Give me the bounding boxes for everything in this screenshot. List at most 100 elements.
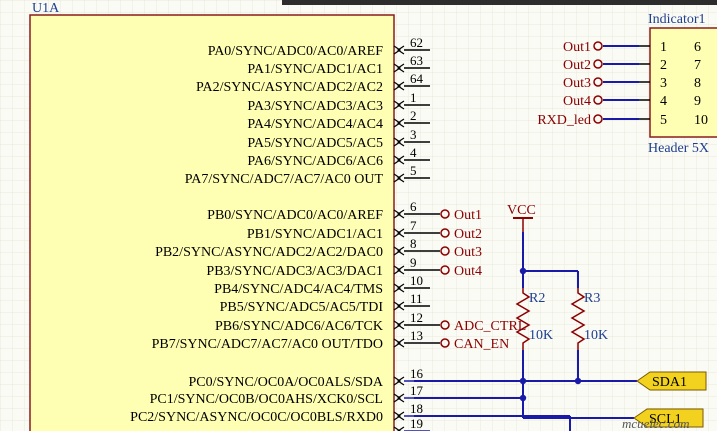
chip-body[interactable] bbox=[29, 14, 395, 431]
chip-pin[interactable]: PA3/SYNC/ADC3/AC3 1 bbox=[247, 90, 430, 114]
net-label: CAN_EN bbox=[454, 337, 509, 352]
pin-arrow bbox=[393, 173, 402, 183]
resistor-r2[interactable]: R2 10K bbox=[515, 288, 553, 350]
connector-pin-right: 6 bbox=[694, 40, 701, 55]
pin-arrow bbox=[393, 320, 402, 330]
pin-name: PB1/SYNC/ADC1/AC1 bbox=[247, 227, 383, 242]
net-terminal bbox=[440, 320, 450, 330]
pin-arrow bbox=[396, 45, 405, 55]
net-terminal bbox=[440, 338, 450, 348]
port-sda1[interactable]: SDA1 bbox=[636, 371, 707, 391]
pin-arrow bbox=[393, 265, 402, 275]
pin-arrow bbox=[396, 228, 405, 238]
pin-name: PA2/SYNC/ASYNC/ADC2/AC2 bbox=[196, 80, 383, 95]
net-terminal bbox=[440, 209, 450, 219]
connector-body bbox=[649, 27, 717, 138]
pin-number: 17 bbox=[410, 383, 424, 398]
connector-pin-right: 8 bbox=[694, 76, 701, 91]
chip-pin[interactable]: 19 bbox=[393, 416, 430, 431]
pin-arrow bbox=[393, 155, 402, 165]
port-scl1-shape bbox=[633, 408, 704, 428]
pin-arrow bbox=[396, 376, 405, 386]
pin-arrow bbox=[396, 173, 405, 183]
watermark: mcuelec.com bbox=[622, 416, 690, 431]
junction-dot bbox=[519, 267, 527, 275]
pin-number: 7 bbox=[410, 218, 417, 233]
pin-name: PB0/SYNC/ADC0/AC0/AREF bbox=[207, 208, 383, 223]
connector-pin-left: 5 bbox=[660, 113, 667, 128]
pin-arrow bbox=[393, 283, 402, 293]
pin-number: 63 bbox=[410, 53, 423, 68]
pin-arrow bbox=[396, 81, 405, 91]
pin-number: 6 bbox=[410, 199, 417, 214]
connector-pin-left: 4 bbox=[660, 94, 667, 109]
pin-number: 1 bbox=[410, 90, 417, 105]
pin-number: 2 bbox=[410, 108, 417, 123]
pin-number: 64 bbox=[410, 71, 424, 86]
connector-pin-right: 10 bbox=[694, 113, 708, 128]
chip-pin[interactable]: PC2/SYNC/ASYNC/OC0C/OC0BLS/RXD0 18 bbox=[130, 401, 430, 425]
pin-name: PB2/SYNC/ASYNC/ADC2/AC2/DAC0 bbox=[155, 245, 383, 260]
connector-designator: Indicator1 bbox=[648, 12, 706, 27]
chip-pin-list: PA0/SYNC/ADC0/AC0/AREF62PA1/SYNC/ADC1/AC… bbox=[130, 35, 526, 431]
pin-number: 5 bbox=[410, 163, 417, 178]
pin-arrow bbox=[396, 393, 405, 403]
pin-arrow bbox=[393, 411, 402, 421]
chip-pin[interactable]: PA1/SYNC/ADC1/AC1 63 bbox=[247, 53, 430, 77]
pin-name: PA0/SYNC/ADC0/AC0/AREF bbox=[208, 44, 384, 59]
pin-name: PA6/SYNC/ADC6/AC6 bbox=[247, 154, 383, 169]
net-terminal bbox=[440, 265, 450, 275]
pin-name: PA3/SYNC/ADC3/AC3 bbox=[247, 99, 383, 114]
net-label: ADC_CTRL bbox=[454, 319, 526, 334]
pin-arrow bbox=[396, 411, 405, 421]
resistor-r3[interactable]: R3 10K bbox=[570, 288, 608, 350]
pin-name: PC0/SYNC/OC0A/OC0ALS/SDA bbox=[189, 375, 384, 390]
pin-name: PA1/SYNC/ADC1/AC1 bbox=[247, 62, 383, 77]
pin-arrow bbox=[393, 426, 402, 431]
pin-arrow bbox=[393, 376, 402, 386]
pin-number: 18 bbox=[410, 401, 423, 416]
chip-pin[interactable]: PA2/SYNC/ASYNC/ADC2/AC2 64 bbox=[196, 71, 430, 95]
connector-pin-left: 2 bbox=[660, 58, 667, 73]
pin-name: PB4/SYNC/ADC4/AC4/TMS bbox=[214, 282, 383, 297]
connector-pin-right: 9 bbox=[694, 94, 701, 109]
port-sda1-label: SDA1 bbox=[652, 375, 687, 390]
pin-number: 10 bbox=[410, 273, 423, 288]
net-terminal bbox=[593, 41, 603, 51]
resistor-r2-value: 10K bbox=[529, 328, 553, 343]
pin-number: 9 bbox=[410, 255, 417, 270]
pin-number: 11 bbox=[410, 291, 423, 306]
vcc-power-symbol[interactable]: VCC bbox=[507, 203, 536, 232]
connector-net-label: Out1 bbox=[563, 40, 591, 55]
resistor-r2-zigzag bbox=[515, 288, 531, 350]
port-scl1[interactable]: SCL1 bbox=[633, 408, 704, 428]
pin-name: PA5/SYNC/ADC5/AC5 bbox=[247, 136, 383, 151]
connector-net-label: Out3 bbox=[563, 76, 591, 91]
pin-arrow bbox=[393, 338, 402, 348]
chip-pin[interactable]: PB4/SYNC/ADC4/AC4/TMS 10 bbox=[214, 273, 430, 297]
connector-net-label: Out2 bbox=[563, 58, 591, 73]
pin-name: PC2/SYNC/ASYNC/OC0C/OC0BLS/RXD0 bbox=[130, 410, 383, 425]
